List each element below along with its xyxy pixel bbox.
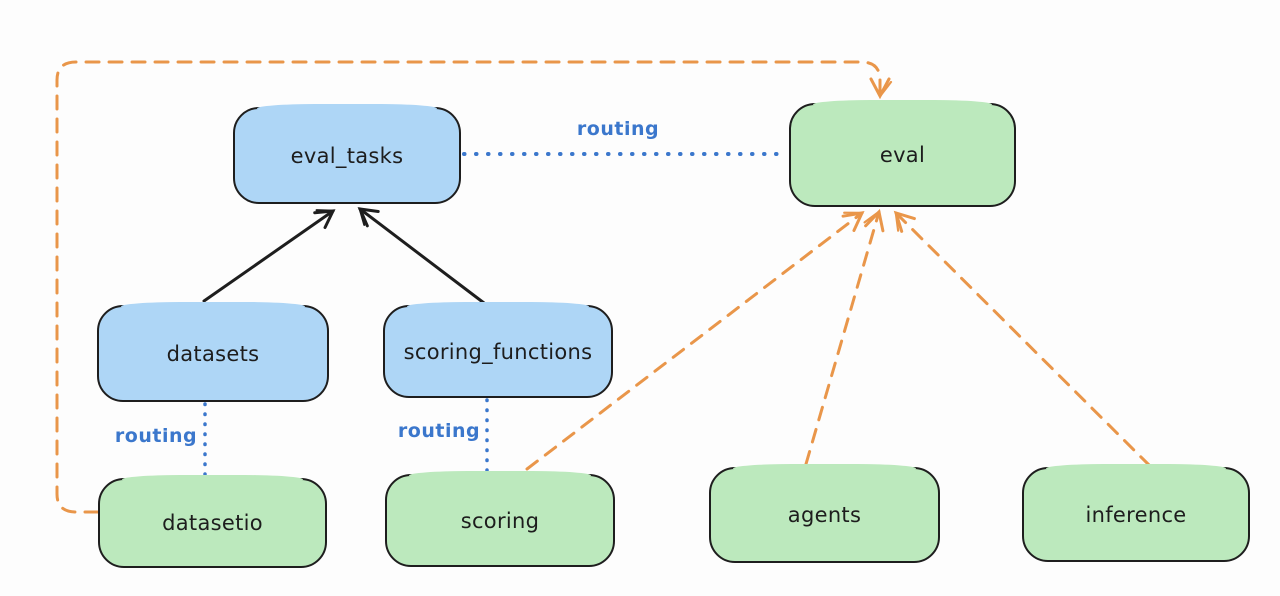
edge-label-routing-top: routing bbox=[576, 118, 660, 140]
node-label: eval_tasks bbox=[290, 143, 404, 168]
node-datasets: datasets bbox=[97, 302, 329, 402]
node-scoring-functions: scoring_functions bbox=[383, 302, 613, 398]
node-label: datasetio bbox=[162, 511, 263, 535]
node-label: datasets bbox=[166, 341, 260, 366]
node-label: scoring bbox=[460, 508, 540, 533]
node-label: agents bbox=[787, 503, 862, 527]
edge-datasetio-to-eval bbox=[55, 60, 893, 514]
node-label: scoring_functions bbox=[403, 339, 593, 364]
node-label: inference bbox=[1085, 502, 1187, 527]
node-datasetio: datasetio bbox=[98, 475, 327, 568]
edge-inference-to-eval bbox=[893, 210, 1152, 468]
node-label: eval bbox=[879, 143, 926, 167]
edge-label-routing-datasets: routing bbox=[114, 425, 198, 447]
node-eval-tasks: eval_tasks bbox=[233, 104, 461, 204]
node-inference: inference bbox=[1022, 464, 1250, 562]
edge-label-routing-scoring: routing bbox=[397, 420, 481, 442]
edge-datasets-to-eval-tasks bbox=[202, 209, 336, 303]
node-eval: eval bbox=[789, 100, 1016, 207]
edge-scoring-functions-to-eval-tasks bbox=[357, 207, 486, 305]
node-scoring: scoring bbox=[385, 471, 615, 567]
node-agents: agents bbox=[709, 464, 940, 563]
edge-agents-to-eval bbox=[804, 208, 885, 466]
edge-scoring-to-eval bbox=[525, 211, 865, 471]
